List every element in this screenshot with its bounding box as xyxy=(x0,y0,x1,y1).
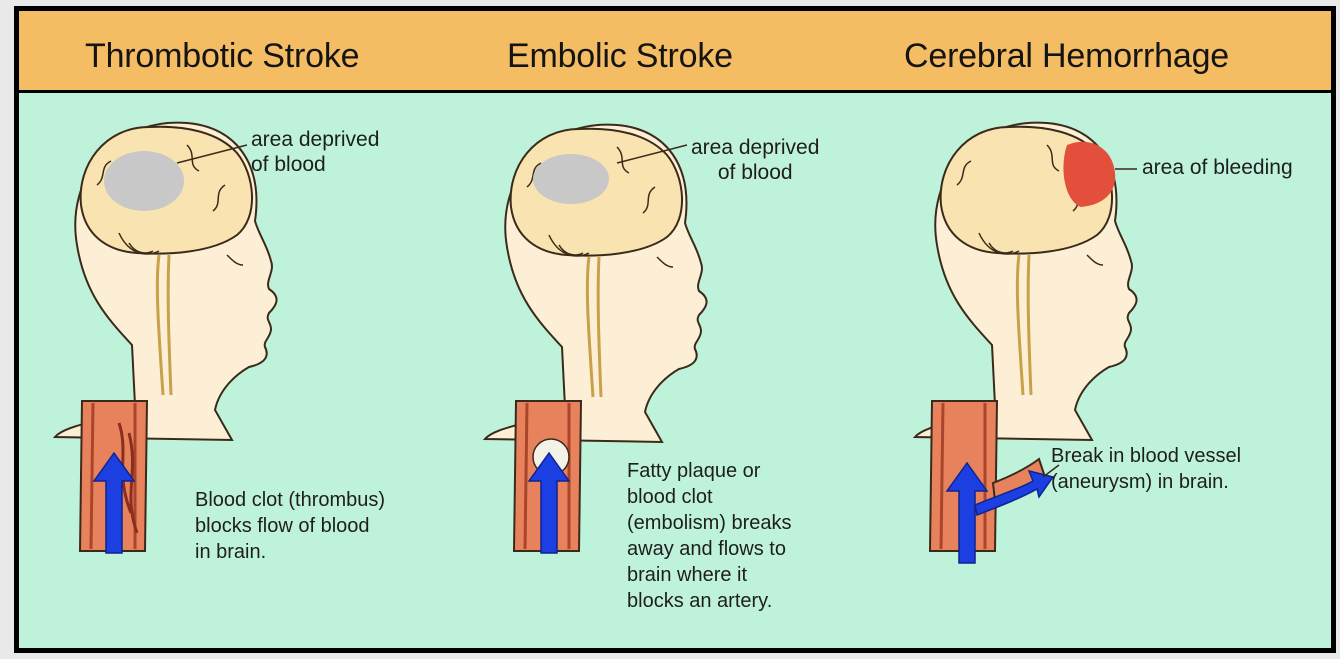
area-label-thrombotic: area deprived of blood xyxy=(251,127,379,177)
deprived-area-marker xyxy=(533,154,609,204)
diagram-frame: Thrombotic Stroke Embolic Stroke Cerebra… xyxy=(14,6,1336,653)
hemorrhage-illustration xyxy=(915,123,1137,563)
deprived-area-marker xyxy=(104,151,184,211)
header-bar: Thrombotic Stroke Embolic Stroke Cerebra… xyxy=(19,11,1331,93)
title-thrombotic-stroke: Thrombotic Stroke xyxy=(85,37,359,76)
title-embolic-stroke: Embolic Stroke xyxy=(507,37,733,76)
caption-hemorrhage: Break in blood vessel (aneurysm) in brai… xyxy=(1051,443,1241,495)
caption-thrombotic: Blood clot (thrombus) blocks flow of blo… xyxy=(195,487,385,565)
diagram-panels: area deprived of blood area deprived of … xyxy=(19,93,1331,648)
caption-embolic: Fatty plaque or blood clot (embolism) br… xyxy=(627,458,791,614)
area-label-hemorrhage: area of bleeding xyxy=(1142,155,1293,180)
area-label-embolic: area deprived of blood xyxy=(691,135,819,185)
title-cerebral-hemorrhage: Cerebral Hemorrhage xyxy=(904,37,1229,76)
